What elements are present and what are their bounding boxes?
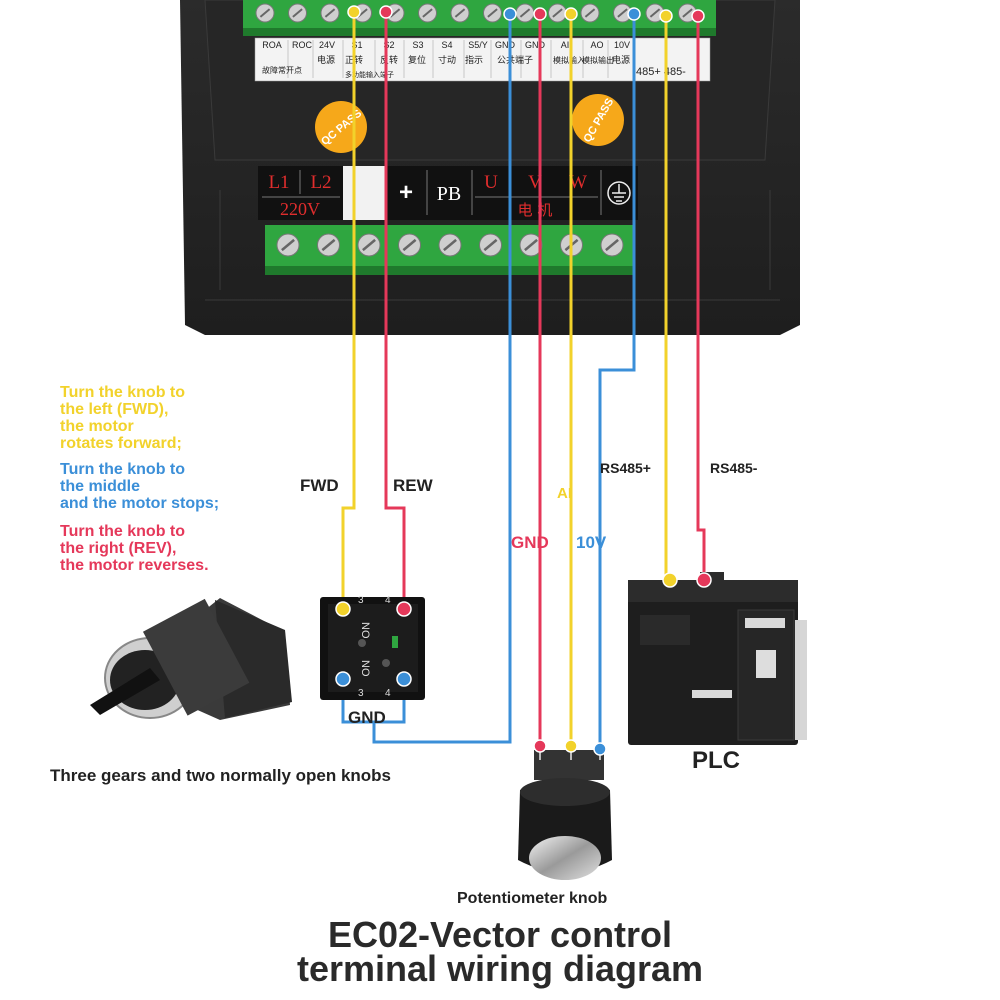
switch-contact-block: 3 4 3 4 NO NO	[320, 595, 425, 700]
switch-num-4-top: 4	[385, 595, 391, 606]
control-terminal-screw-slot	[682, 8, 693, 18]
power-terminal-screw-slot	[281, 238, 295, 252]
sub-label-indicator: 指示	[465, 54, 483, 66]
label-gnd-switch: GND	[348, 708, 386, 727]
control-terminal-label: AO	[590, 40, 603, 50]
label-rs485-minus: RS485-	[710, 460, 758, 476]
terminal-label-plus: +	[399, 179, 413, 206]
sub-label-10v-power: 电源	[612, 54, 630, 66]
control-terminal-screw-slot	[422, 8, 433, 18]
control-terminal-label: S3	[412, 40, 423, 50]
label-gnd-pot: GND	[511, 533, 549, 552]
power-terminal-screw-slot	[524, 238, 538, 252]
wire-10v	[598, 14, 636, 746]
wire-fwd	[341, 12, 356, 609]
control-terminal-label: 10V	[614, 40, 630, 50]
label-ai: AI	[557, 485, 572, 502]
control-terminal-screw-slot	[454, 8, 466, 18]
label-fwd: FWD	[300, 476, 339, 495]
page-title-line2: terminal wiring diagram	[296, 948, 704, 989]
terminal-label-pb: PB	[437, 183, 461, 205]
control-terminal-screw-slot	[617, 8, 628, 18]
terminal-label-u: U	[484, 172, 498, 193]
power-terminal-screw-slot	[483, 238, 498, 252]
wire-rs485-minus	[696, 16, 706, 580]
page-title-line1: EC02-Vector control	[327, 914, 673, 955]
power-terminal-labels: L1 L2 + PB U V W 220V 电 机	[258, 166, 638, 220]
power-terminal-screw-slot	[443, 238, 457, 252]
wires	[341, 12, 706, 746]
control-terminal-block: ROA ROC 24V S1 S2 S3 S4 S5/Y GND GND AI AO 10V 故障常开点…	[243, 0, 716, 82]
power-terminal-screw-slot	[402, 238, 417, 252]
control-terminal-screw-slot	[389, 8, 401, 18]
power-terminal-screw-slot	[321, 238, 336, 252]
terminal-wire-dots	[347, 5, 705, 23]
switch-num-3-top: 3	[358, 595, 364, 606]
control-terminal-label: ROC	[292, 40, 313, 50]
rs485-terminal-label: 485+ 485-	[636, 66, 686, 78]
control-terminal-screw-slot	[324, 8, 336, 18]
caption-switch: Three gears and two normally open knobs	[50, 766, 391, 785]
wire-gnd-switch	[341, 14, 512, 744]
wire-rew	[384, 12, 406, 609]
control-terminal-label: S2	[383, 40, 394, 50]
sub-label-analog-out: 模拟输出	[582, 55, 614, 65]
note-stop: Turn the knob to the middle and the moto…	[60, 461, 220, 512]
control-terminal-screw-slot	[292, 8, 303, 18]
plc-image	[628, 572, 807, 745]
qc-sticker-right: QC PASS	[572, 94, 624, 146]
terminal-label-l2: L2	[310, 172, 331, 193]
terminal-label-motor: 电 机	[518, 201, 553, 219]
note-reverse: Turn the knob to the right (REV), the mo…	[60, 523, 209, 574]
sub-label-fault: 故障常开点	[262, 65, 302, 75]
sub-label-reset: 复位	[408, 54, 426, 66]
control-terminal-label: AI	[561, 40, 570, 50]
control-terminal-screw-slot	[649, 8, 661, 18]
control-terminal-screw-slot	[519, 8, 531, 18]
potentiometer-image	[518, 739, 612, 880]
selector-switch-image	[90, 598, 292, 720]
switch-num-3-bottom: 3	[358, 688, 364, 699]
control-terminal-screw-slot	[584, 8, 596, 18]
label-rew: REW	[393, 476, 434, 495]
control-terminal-label: S1	[351, 40, 362, 50]
sub-label-analog-in: 模拟输入	[553, 55, 585, 65]
control-terminal-label: GND	[495, 40, 516, 50]
sub-label-reverse: 反转	[380, 54, 398, 66]
switch-no-label-bottom: NO	[359, 660, 371, 677]
control-terminal-label: ROA	[262, 40, 282, 50]
sub-label-multi-input: 多功能输入端子	[345, 70, 394, 79]
label-10v: 10V	[576, 533, 607, 552]
caption-plc: PLC	[692, 747, 740, 774]
control-terminal-label: 24V	[319, 40, 335, 50]
sub-label-power: 电源	[317, 54, 335, 66]
control-terminal-screw-slot	[259, 8, 271, 18]
sub-label-common: 公共端子	[497, 54, 533, 66]
power-terminal-screw-slot	[605, 238, 619, 252]
sub-label-jog: 寸动	[438, 54, 456, 66]
qc-sticker-left: QC PASS	[315, 101, 367, 153]
control-terminal-label: S4	[441, 40, 452, 50]
label-rs485-plus: RS485+	[600, 460, 651, 476]
control-terminal-label: S5/Y	[468, 40, 488, 50]
switch-no-label-top: NO	[359, 622, 371, 639]
control-terminal-screw-slot	[487, 8, 498, 18]
control-terminal-screw-slot	[552, 8, 563, 18]
note-forward: Turn the knob to the left (FWD), the mot…	[60, 384, 186, 452]
terminal-label-l1: L1	[268, 172, 289, 193]
ground-icon	[607, 181, 631, 205]
terminal-label-w: W	[569, 172, 587, 193]
caption-potentiometer: Potentiometer knob	[457, 890, 607, 907]
power-terminal-block	[265, 225, 635, 275]
power-terminal-screw-slot	[362, 238, 376, 252]
terminal-label-220v: 220V	[280, 199, 320, 219]
switch-num-4-bottom: 4	[385, 688, 391, 699]
control-terminal-label: GND	[525, 40, 546, 50]
